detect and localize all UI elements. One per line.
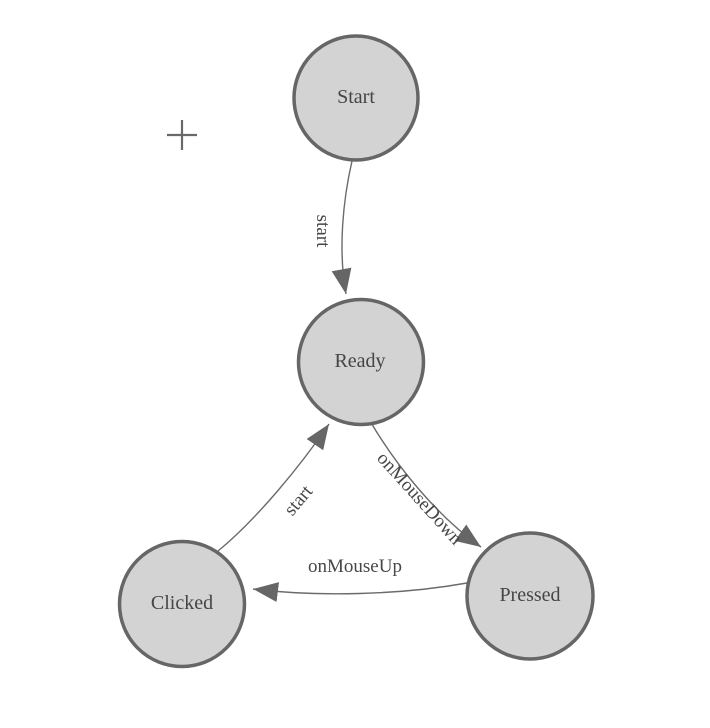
edge-pressed-to-clicked[interactable]	[252, 582, 468, 602]
node-start-label: Start	[337, 86, 375, 108]
node-pressed-label: Pressed	[499, 584, 560, 606]
node-clicked-label: Clicked	[151, 592, 213, 614]
node-clicked[interactable]: Clicked	[117, 539, 247, 669]
node-ready[interactable]: Ready	[296, 297, 426, 427]
node-start[interactable]: Start	[292, 34, 420, 162]
edge-start-to-ready[interactable]	[331, 160, 353, 295]
edge-label-clicked-to-ready: start	[280, 481, 318, 520]
edge-label-ready-to-pressed: onMouseDown	[372, 448, 466, 549]
add-node-crosshair-icon	[167, 120, 197, 150]
edge-label-pressed-to-clicked: onMouseUp	[308, 556, 402, 577]
edge-label-start-to-ready: start	[312, 215, 333, 248]
node-pressed[interactable]: Pressed	[465, 531, 595, 661]
edge-clicked-to-ready[interactable]	[217, 423, 330, 552]
edge-ready-to-pressed[interactable]	[369, 420, 482, 548]
node-ready-label: Ready	[334, 350, 385, 372]
